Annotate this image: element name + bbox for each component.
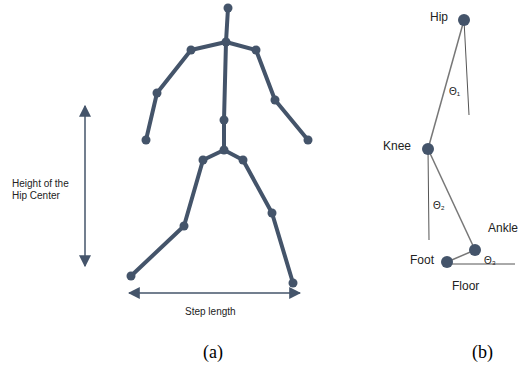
- joint-label: Knee: [383, 140, 411, 154]
- angle-label: Θ₁: [449, 86, 460, 98]
- angle-label: Θ₂: [433, 200, 445, 212]
- panel-label: (a): [203, 342, 223, 363]
- joint-label: Ankle: [488, 222, 518, 236]
- step-arrow: [129, 292, 300, 294]
- joint-label: Hip: [430, 11, 448, 25]
- angle-label: Θ₃: [484, 255, 496, 267]
- joint-label: Foot: [410, 254, 434, 268]
- stick-figure: [131, 8, 308, 283]
- dimension-label: Height of the Hip Center: [12, 178, 78, 201]
- height-arrow: [84, 106, 86, 266]
- panel-label: (b): [472, 342, 493, 363]
- floor-label: Floor: [452, 280, 479, 294]
- dimension-label: Step length: [185, 306, 236, 318]
- joint-dots: [127, 4, 313, 288]
